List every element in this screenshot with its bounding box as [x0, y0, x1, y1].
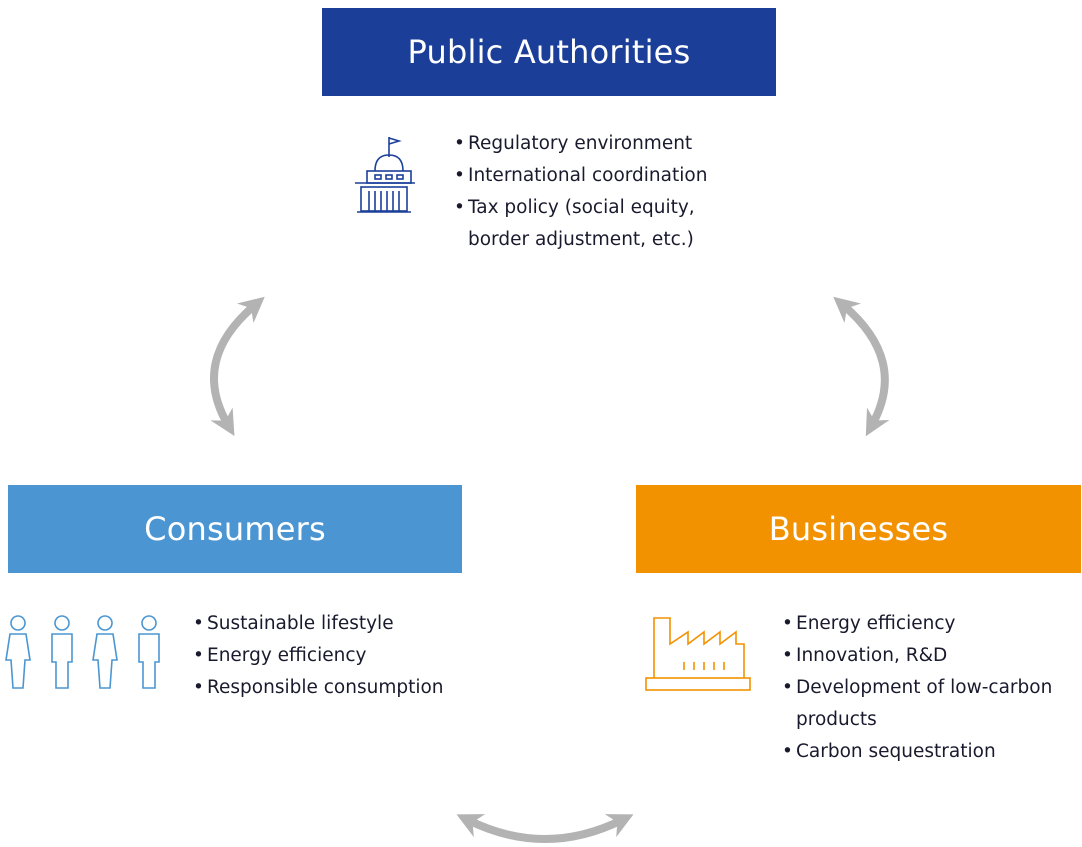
public-authorities-title: Public Authorities: [407, 33, 691, 71]
people-icon: [5, 615, 160, 689]
businesses-box: Businesses: [636, 485, 1081, 573]
businesses-list: Energy efficiency Innovation, R&D Develo…: [782, 608, 1082, 768]
government-building-icon: [355, 137, 415, 213]
list-item: Innovation, R&D: [782, 640, 1082, 672]
consumers-box: Consumers: [8, 485, 462, 573]
consumers-list: Sustainable lifestyle Energy efficiency …: [193, 608, 493, 704]
arrow-public-businesses: [833, 296, 890, 437]
list-item: Sustainable lifestyle: [193, 608, 493, 640]
list-item: Development of low-carbon products: [782, 672, 1082, 736]
factory-icon: [645, 617, 751, 691]
list-item: International coordination: [454, 160, 754, 192]
businesses-title: Businesses: [768, 510, 949, 548]
public-authorities-box: Public Authorities: [322, 8, 776, 96]
consumers-title: Consumers: [144, 510, 326, 548]
arrow-consumers-businesses: [456, 814, 634, 843]
list-item: Carbon sequestration: [782, 736, 1082, 768]
list-item: Energy efficiency: [193, 640, 493, 672]
list-item: Energy efficiency: [782, 608, 1082, 640]
list-item: Regulatory environment: [454, 128, 754, 160]
list-item: Responsible consumption: [193, 672, 493, 704]
arrow-public-consumers: [210, 296, 265, 437]
list-item: Tax policy (social equity, border adjust…: [454, 192, 754, 256]
public-authorities-list: Regulatory environment International coo…: [454, 128, 754, 256]
